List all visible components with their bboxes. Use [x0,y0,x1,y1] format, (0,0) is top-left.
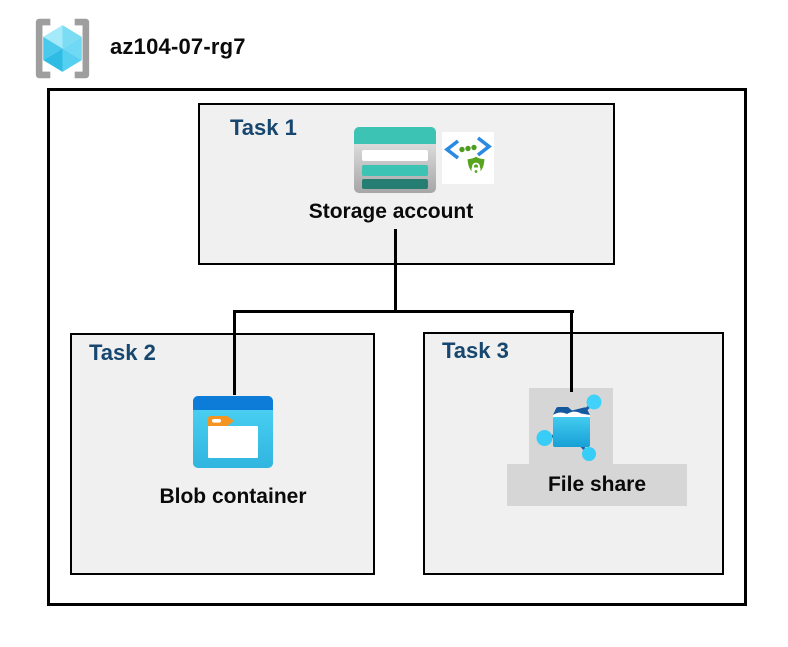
connector-horizontal [233,310,574,313]
connector-to-fileshare [570,310,573,392]
task3-label: Task 3 [442,338,509,363]
file-share-icon-background [529,388,613,468]
file-share-label: File share [547,473,647,496]
storage-account-icon [354,127,436,193]
file-share-icon [536,394,602,461]
resource-group-title: az104-07-rg7 [110,34,246,59]
task2-box: Task 2 Blob container [70,333,375,575]
connector-to-blob [233,310,236,395]
task2-label: Task 2 [89,340,156,365]
resource-group-icon [35,18,90,79]
connector-storage-down [394,229,397,313]
task1-box: Task 1 [198,103,615,265]
task1-label: Task 1 [230,115,297,140]
secure-access-icon [442,132,494,184]
storage-account-label: Storage account [308,200,474,223]
task3-box: Task 3 File share [423,332,724,575]
blob-container-icon [193,396,273,468]
blob-container-label: Blob container [159,485,307,508]
file-share-label-box: File share [507,464,687,506]
